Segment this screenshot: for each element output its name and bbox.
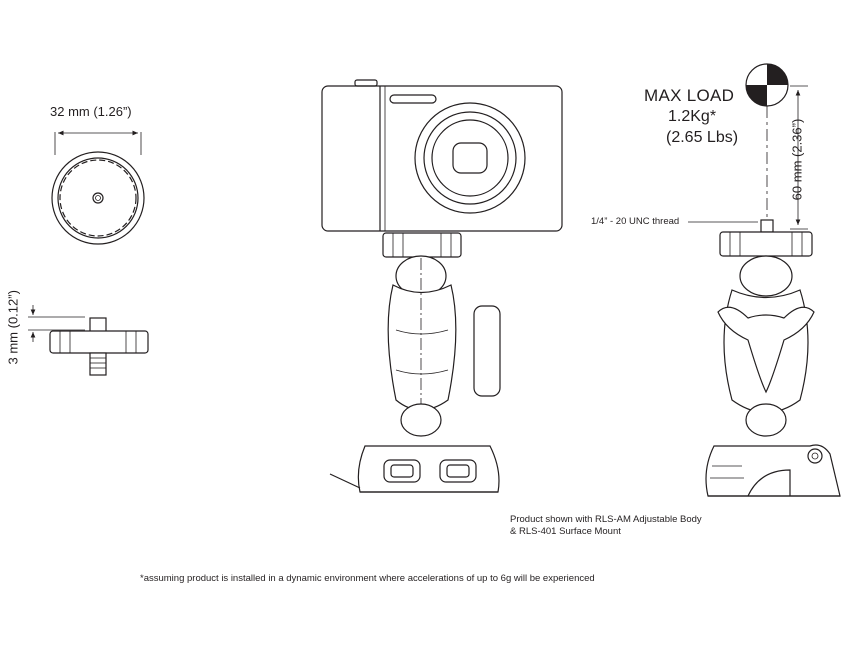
side-view-assembly — [688, 63, 841, 497]
knob-side-view — [28, 305, 149, 376]
knob-top-view — [51, 130, 145, 245]
load-height-label: 60 mm (2.36”) — [789, 118, 805, 201]
max-load-title: MAX LOAD — [644, 86, 735, 105]
knob-width-label: 32 mm (1.26”) — [50, 104, 132, 119]
thread-label: 1/4” - 20 UNC thread — [591, 216, 680, 227]
camera-assembly — [321, 79, 563, 493]
footnote: *assuming product is installed in a dyna… — [140, 573, 595, 584]
max-load-lbs: (2.65 Lbs) — [666, 129, 739, 146]
max-load-kg: 1.2Kg* — [668, 108, 717, 125]
product-caption: Product shown with RLS-AM Adjustable Bod… — [510, 514, 702, 537]
knob-height-label: 3 mm (0.12”) — [5, 290, 21, 365]
